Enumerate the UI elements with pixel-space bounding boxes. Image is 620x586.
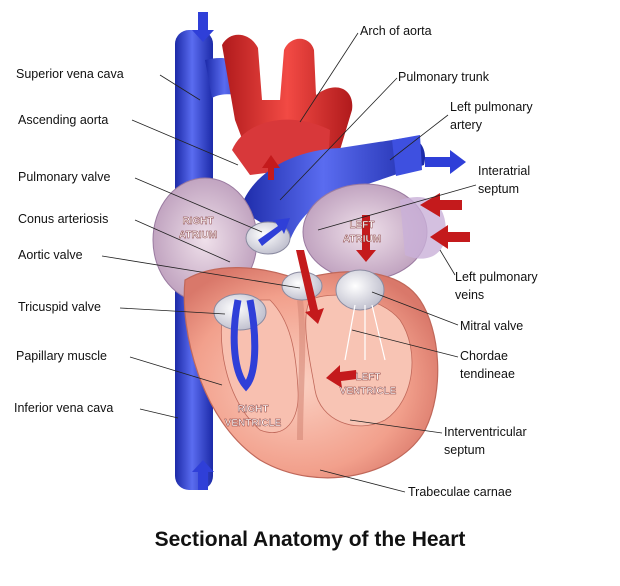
label-trabeculae-carnae: Trabeculae carnae — [408, 485, 512, 499]
arrow-icon — [296, 250, 324, 324]
label-inferior-vena-cava: Inferior vena cava — [14, 401, 113, 415]
label-interatrial-septum: Interatrial — [478, 164, 530, 178]
arrow-icon — [425, 150, 466, 174]
label-tricuspid-valve: Tricuspid valve — [18, 300, 101, 314]
arrow-icon — [192, 12, 214, 42]
label-conus-arteriosis: Conus arteriosis — [18, 212, 108, 226]
left-labels: Superior vena cava Ascending aorta Pulmo… — [14, 67, 124, 415]
arrow-icon — [356, 215, 376, 262]
label-left-pulmonary-artery: artery — [450, 118, 483, 132]
chamber-labels: RIGHT ATRIUM LEFT ATRIUM LEFT VENTRICLE … — [179, 216, 397, 429]
right-atrium-label: ATRIUM — [179, 230, 217, 241]
label-left-pulmonary-artery: Left pulmonary — [450, 100, 533, 114]
right-ventricle-label: VENTRICLE — [225, 418, 282, 429]
right-ventricle-label: RIGHT — [237, 404, 268, 415]
label-pulmonary-valve: Pulmonary valve — [18, 170, 110, 184]
label-arch-of-aorta: Arch of aorta — [360, 24, 432, 38]
arrow-icon — [420, 193, 462, 217]
label-left-pulmonary-veins: Left pulmonary — [455, 270, 538, 284]
label-papillary-muscle: Papillary muscle — [16, 349, 107, 363]
arrow-icon — [230, 299, 259, 392]
label-pulmonary-trunk: Pulmonary trunk — [398, 70, 490, 84]
label-interventricular-septum: Interventricular — [444, 425, 527, 439]
label-interventricular-septum: septum — [444, 443, 485, 457]
left-atrium-label: ATRIUM — [343, 234, 381, 245]
label-aortic-valve: Aortic valve — [18, 248, 83, 262]
label-mitral-valve: Mitral valve — [460, 319, 523, 333]
arrow-icon — [262, 155, 280, 180]
arrow-icon — [430, 225, 470, 249]
label-superior-vena-cava: Superior vena cava — [16, 67, 124, 81]
label-ascending-aorta: Ascending aorta — [18, 113, 108, 127]
right-labels: Arch of aorta Pulmonary trunk Left pulmo… — [360, 24, 538, 499]
label-interatrial-septum: septum — [478, 182, 519, 196]
left-ventricle-label: VENTRICLE — [340, 386, 397, 397]
page-title: Sectional Anatomy of the Heart — [154, 528, 466, 551]
left-ventricle-label: LEFT — [356, 372, 381, 383]
left-atrium-label: LEFT — [350, 220, 375, 231]
arrow-icon — [258, 218, 290, 246]
right-atrium-label: RIGHT — [182, 216, 213, 227]
label-chordae-tendineae: tendineae — [460, 367, 515, 381]
flow-arrows — [192, 12, 470, 490]
leader-lines — [101, 32, 477, 493]
arrow-icon — [326, 365, 357, 388]
pulmonary-trunk — [240, 135, 426, 240]
arrow-icon — [192, 460, 214, 490]
label-chordae-tendineae: Chordae — [460, 349, 508, 363]
label-left-pulmonary-veins: veins — [455, 288, 484, 302]
